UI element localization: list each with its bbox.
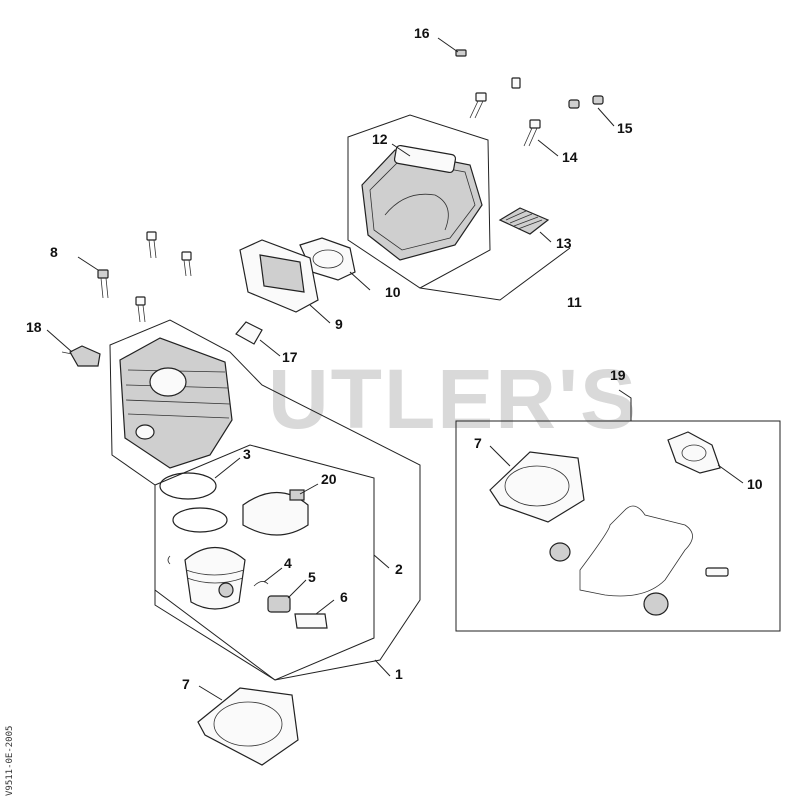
callout-7-bottom: 7 bbox=[182, 676, 190, 692]
callout-11: 11 bbox=[567, 294, 582, 310]
callout-5: 5 bbox=[308, 569, 316, 585]
watermark-text: UTLER'S bbox=[268, 352, 638, 446]
callout-7-set: 7 bbox=[474, 435, 482, 451]
callout-13: 13 bbox=[556, 235, 572, 251]
callout-3: 3 bbox=[243, 446, 251, 462]
callout-20: 20 bbox=[321, 471, 337, 487]
callout-12: 12 bbox=[372, 131, 388, 147]
callout-14: 14 bbox=[562, 149, 578, 165]
muffler-group bbox=[347, 49, 604, 301]
leader-lines bbox=[46, 37, 744, 701]
callout-18: 18 bbox=[26, 319, 42, 335]
spark-plug-icon bbox=[61, 345, 101, 367]
callout-4: 4 bbox=[284, 555, 292, 571]
callout-10-set: 10 bbox=[747, 476, 763, 492]
base-gasket bbox=[197, 687, 299, 766]
callout-15: 15 bbox=[617, 120, 633, 136]
callout-labels: 16 15 14 12 13 11 8 10 9 18 17 19 3 20 2… bbox=[26, 25, 763, 692]
cylinder-group bbox=[109, 319, 421, 681]
valve-icon bbox=[235, 321, 263, 345]
callout-16: 16 bbox=[414, 25, 430, 41]
callout-1: 1 bbox=[395, 666, 403, 682]
screw-icon bbox=[455, 49, 604, 147]
drawing-code: V9511-0E-2005 bbox=[5, 726, 15, 796]
callout-2: 2 bbox=[395, 561, 403, 577]
callout-17: 17 bbox=[282, 349, 298, 365]
callout-6: 6 bbox=[340, 589, 348, 605]
screw-icon-left bbox=[97, 231, 192, 323]
gasket-set-box bbox=[455, 389, 781, 632]
callout-9: 9 bbox=[335, 316, 343, 332]
callout-10: 10 bbox=[385, 284, 401, 300]
gasket-group bbox=[239, 237, 356, 313]
callout-8: 8 bbox=[50, 244, 58, 260]
callout-19: 19 bbox=[610, 367, 626, 383]
